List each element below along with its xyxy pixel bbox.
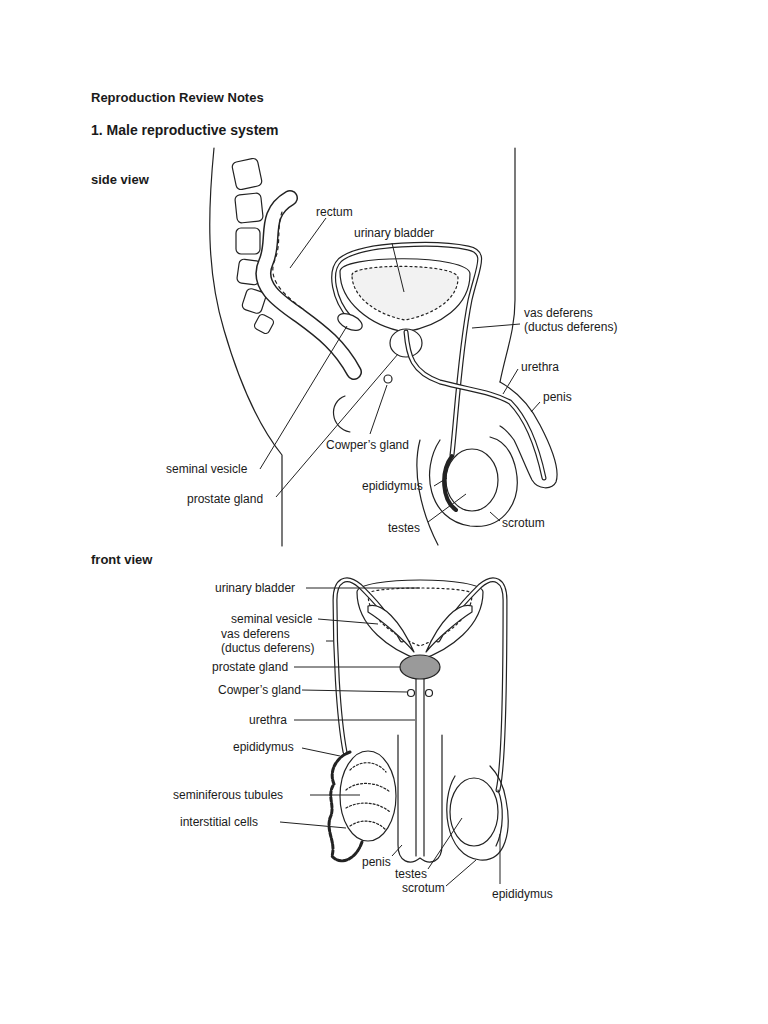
bladder [357,580,483,660]
part-label: seminal vesicle [231,612,312,626]
part-label: seminal vesicle [166,462,247,476]
leader-line [318,619,378,624]
view-heading: side view [91,173,149,187]
seminal-vesicle [335,310,364,334]
section-heading: 1. Male reproductive system [91,123,279,137]
part-label: urethra [249,713,287,727]
part-label: urinary bladder [354,226,434,240]
part-label: rectum [316,205,353,219]
part-label: scrotum [502,516,545,530]
part-label: epididymus [492,887,553,901]
epididymis [444,456,456,510]
side-view-anatomy [210,148,557,546]
part-label: interstitial cells [180,815,258,829]
leader-lines [260,218,540,886]
part-label: testes [388,521,420,535]
leader-line [531,402,540,412]
part-label: scrotum [402,881,445,895]
part-label: testes [395,867,427,881]
seminal-vesicle [426,605,472,652]
page-title: Reproduction Review Notes [91,91,264,105]
scrotum [447,766,508,860]
leader-line [392,243,404,292]
leader-line [276,354,398,497]
leader-line [294,667,400,668]
cowpers-gland [408,690,415,697]
part-label: epididymus [362,479,423,493]
penis [398,735,442,862]
leader-line [428,494,466,522]
leader-line [326,641,333,642]
seminal-vesicle [368,605,414,652]
cowpers-gland [384,375,392,383]
testis-section [340,751,396,841]
leader-line [392,845,402,856]
seminiferous-tubules [346,763,390,830]
vertebra [253,313,275,335]
part-label: Cowper’s gland [326,438,409,452]
prostate [400,655,440,679]
epididymis [496,790,502,846]
cowpers-gland [426,690,433,697]
bladder-lumen [352,266,458,320]
part-label: seminiferous tubules [173,788,283,802]
urethra [415,679,416,856]
leader-line [290,218,326,268]
part-label: urinary bladder [215,581,295,595]
part-label: prostate gland [212,660,288,674]
rectum-fold [273,212,304,310]
leader-line [294,720,415,721]
vertebra [236,228,260,254]
rectum-lumen [263,198,354,372]
leader-line [302,748,340,756]
part-label: penis [543,390,572,404]
testis [446,449,498,511]
vertebra [231,158,262,191]
leader-line [446,860,476,886]
scrotum [430,437,518,526]
leader-line [310,795,360,796]
part-label: vas deferens (ductus deferens) [221,627,321,655]
leader-line [434,478,447,486]
leader-line [472,324,520,328]
epididymis-coil [329,752,362,861]
leader-line [280,822,346,828]
view-heading: front view [91,553,152,567]
leader-line [370,385,387,434]
leader-line [306,588,420,589]
body-outline [500,148,515,382]
urethra [423,679,424,856]
vertebra [235,193,264,224]
part-label: penis [362,855,391,869]
leader-line [500,834,501,884]
leader-line [490,512,500,521]
part-label: vas deferens (ductus deferens) [524,306,624,334]
part-label: prostate gland [187,492,263,506]
leader-line [503,369,518,394]
part-label: epididymus [233,740,294,754]
leader-line [428,818,462,869]
part-label: urethra [521,360,559,374]
part-label: Cowper’s gland [218,683,301,697]
rectum [263,198,354,372]
testis [450,778,498,846]
leader-line [302,690,407,692]
